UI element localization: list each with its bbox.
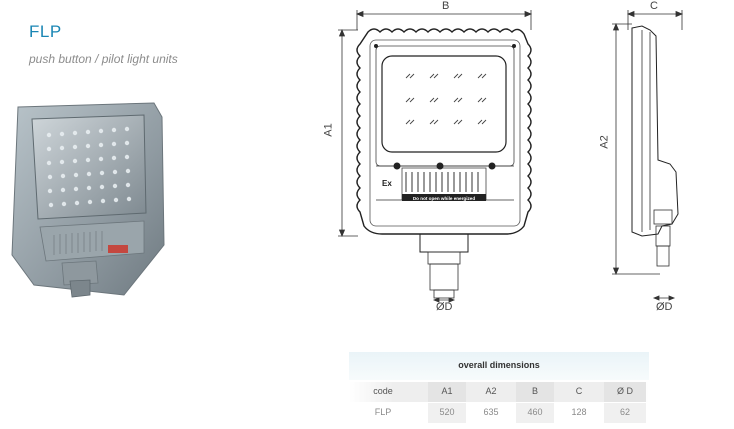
dim-label-a1: A1 <box>322 123 335 137</box>
cell-d: 62 <box>619 407 630 417</box>
warning-label: Do not open while energized <box>413 196 475 201</box>
dimension-drawing: Ex Do not open while energized <box>338 10 684 303</box>
cell-c: 128 <box>571 407 587 417</box>
dim-label-b: B <box>442 0 450 12</box>
header-a1: A1 <box>441 386 453 396</box>
header-d: Ø D <box>616 386 633 396</box>
cell-b: 460 <box>527 407 543 417</box>
table-caption-bar: overall dimensions <box>349 352 649 380</box>
ex-mark: Ex <box>382 179 392 188</box>
product-photo <box>11 102 165 298</box>
cell-a1: 520 <box>439 407 455 417</box>
header-a2: A2 <box>485 386 497 396</box>
header-b: B <box>531 386 538 396</box>
table-row: FLP 520 635 460 128 62 <box>349 403 649 423</box>
header-c: C <box>575 386 583 396</box>
cell-a2: 635 <box>483 407 499 417</box>
cell-code: FLP <box>374 407 392 417</box>
dim-label-a2: A2 <box>598 135 611 149</box>
table-caption: overall dimensions <box>458 360 540 370</box>
product-title: FLP <box>29 22 62 41</box>
dim-label-d-front: ØD <box>436 301 453 313</box>
product-subtitle: push button / pilot light units <box>29 52 178 66</box>
dim-label-c: C <box>650 0 658 12</box>
dimensions-table: overall dimensions code A1 A2 B C Ø D FL… <box>349 352 649 423</box>
header-code: code <box>373 386 393 396</box>
dim-label-d-side: ØD <box>656 301 673 313</box>
table-header-row: code A1 A2 B C Ø D <box>349 382 649 402</box>
